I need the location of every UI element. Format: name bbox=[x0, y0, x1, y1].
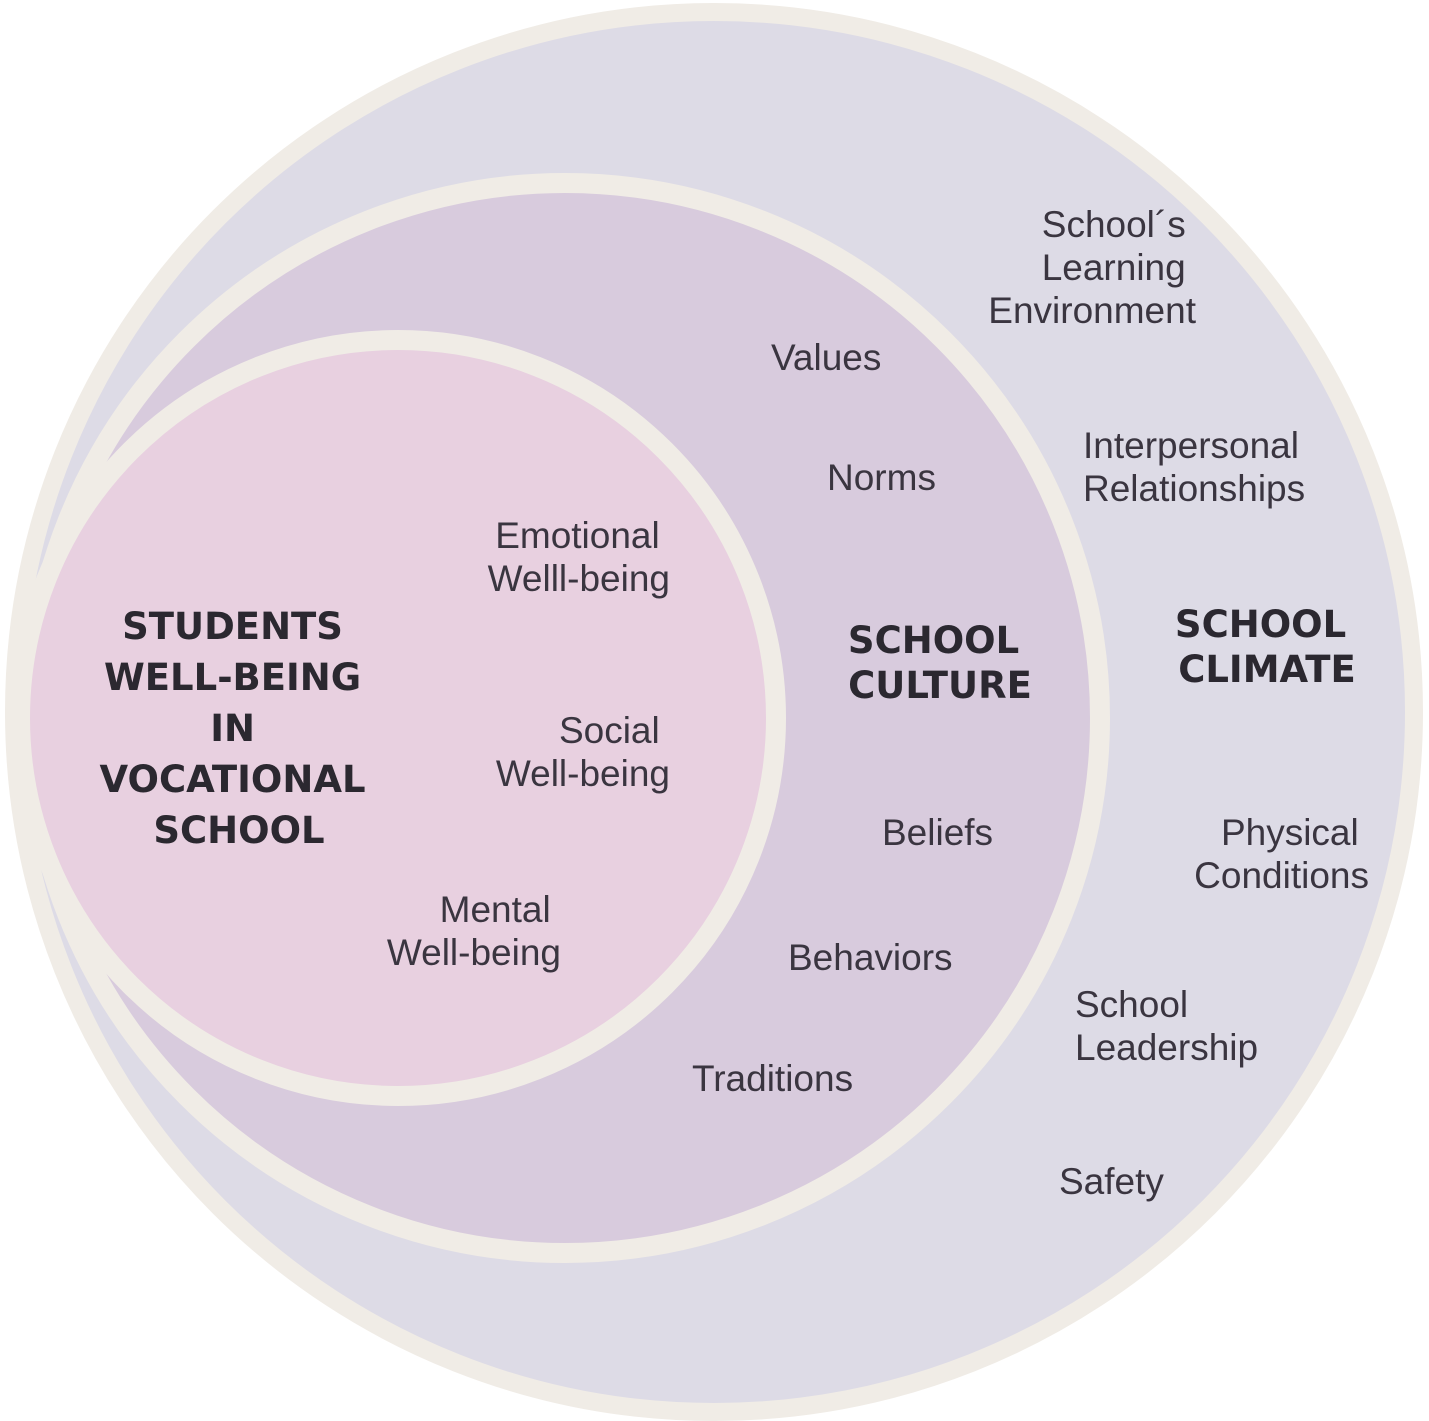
climate-item-safety: Safety bbox=[1059, 1161, 1164, 1202]
school-climate-title: SCHOOL CLIMATE bbox=[1175, 603, 1359, 691]
school-culture-title: SCHOOL CULTURE bbox=[848, 619, 1032, 707]
climate-item-learning-environment: School´s Learning Environment bbox=[988, 204, 1196, 331]
students-wellbeing-circle bbox=[10, 330, 786, 1106]
wellbeing-item-mental: Mental Well-being bbox=[387, 889, 561, 973]
climate-item-school-leadership: School Leadership bbox=[1075, 984, 1258, 1068]
culture-item-beliefs: Beliefs bbox=[882, 812, 993, 853]
wellbeing-item-social: Social Well-being bbox=[496, 710, 670, 794]
culture-item-norms: Norms bbox=[827, 457, 936, 498]
culture-item-values: Values bbox=[771, 337, 881, 378]
students-wellbeing-title: STUDENTS WELL-BEING IN VOCATIONAL SCHOOL bbox=[100, 605, 379, 852]
culture-item-behaviors: Behaviors bbox=[788, 937, 953, 978]
culture-item-traditions: Traditions bbox=[692, 1058, 853, 1099]
climate-item-physical-conditions: Physical Conditions bbox=[1194, 812, 1369, 896]
wellbeing-item-emotional: Emotional Welll-being bbox=[488, 515, 670, 599]
climate-item-interpersonal-relationships: Interpersonal Relationships bbox=[1083, 425, 1309, 509]
